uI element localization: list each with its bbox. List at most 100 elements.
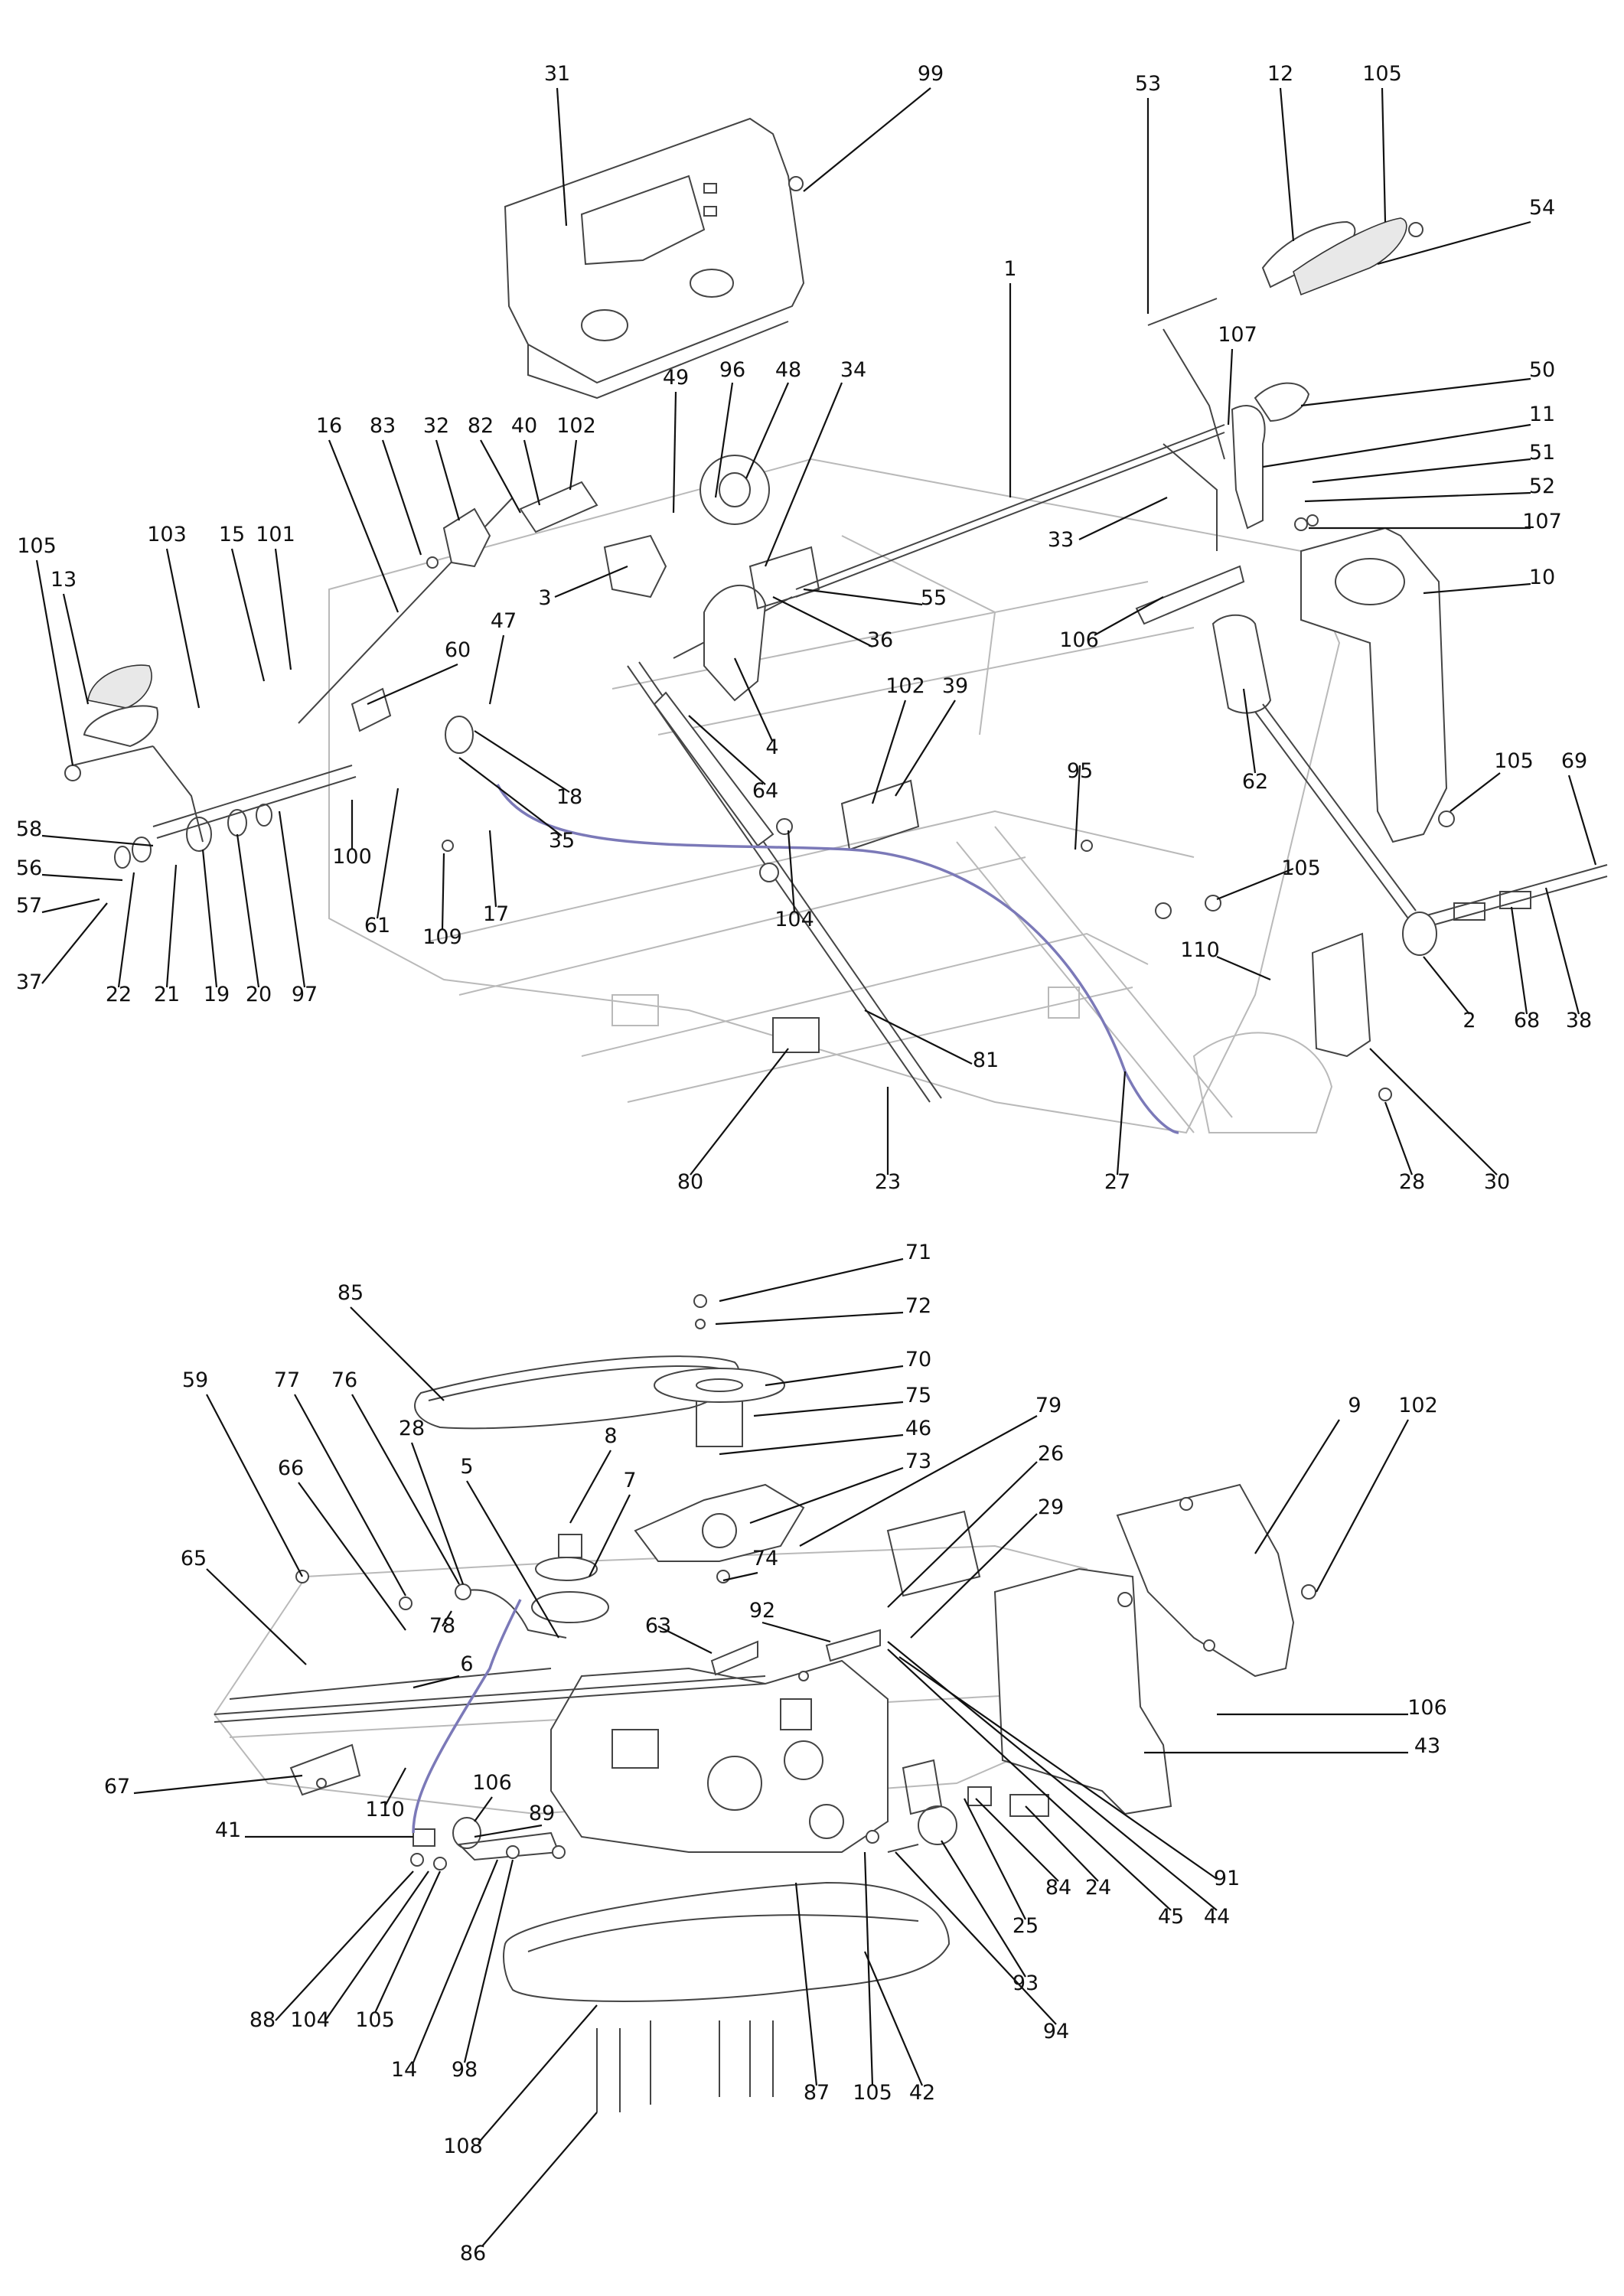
- callout-106-b: 106: [1407, 1696, 1447, 1720]
- callout-103: 103: [147, 523, 187, 546]
- callout-4: 4: [765, 735, 778, 759]
- leader-line: [206, 1394, 303, 1577]
- leader-lines: [35, 87, 1597, 2247]
- leader-line: [412, 1859, 499, 2063]
- callout-65: 65: [181, 1547, 207, 1570]
- callout-79: 79: [1035, 1394, 1061, 1417]
- callout-74: 74: [752, 1547, 778, 1570]
- callout-102-c: 102: [1398, 1394, 1438, 1417]
- cable-27: [496, 784, 1179, 1134]
- callout-110-a: 110: [1180, 938, 1220, 962]
- callout-109: 109: [422, 925, 462, 949]
- callout-11: 11: [1529, 403, 1555, 426]
- callout-26: 26: [1038, 1442, 1064, 1466]
- callout-8: 8: [604, 1424, 617, 1448]
- callout-18: 18: [556, 785, 582, 809]
- leader-line: [733, 657, 774, 742]
- leader-line: [481, 2112, 598, 2247]
- leader-line: [657, 1626, 713, 1654]
- callout-66: 66: [278, 1456, 304, 1480]
- leader-line: [275, 1870, 414, 2021]
- callout-86: 86: [460, 2242, 486, 2265]
- leader-line: [1384, 1101, 1414, 1176]
- leader-line: [715, 1311, 904, 1326]
- callout-45: 45: [1158, 1905, 1184, 1929]
- callout-14: 14: [391, 2058, 417, 2082]
- callout-95: 95: [1067, 759, 1093, 783]
- callout-107-b: 107: [1522, 510, 1562, 533]
- leader-line: [753, 1401, 904, 1417]
- callout-51: 51: [1529, 441, 1555, 465]
- callout-43: 43: [1414, 1734, 1440, 1758]
- leader-line: [1254, 1419, 1340, 1554]
- leader-line: [435, 439, 461, 521]
- callout-61: 61: [364, 914, 390, 938]
- callout-99: 99: [918, 62, 944, 86]
- leader-line: [1312, 458, 1531, 484]
- leader-line: [719, 1433, 904, 1456]
- leader-line: [376, 788, 399, 919]
- leader-line: [474, 1824, 543, 1838]
- callout-57: 57: [16, 894, 42, 918]
- callout-2: 2: [1463, 1009, 1476, 1032]
- leader-line: [1094, 596, 1164, 636]
- callout-102-a: 102: [885, 674, 925, 698]
- leader-line: [466, 1480, 559, 1639]
- callout-23: 23: [875, 1170, 901, 1194]
- callout-67: 67: [104, 1775, 130, 1799]
- callout-106-a: 106: [1059, 628, 1099, 652]
- callout-53: 53: [1135, 72, 1161, 96]
- leader-line: [117, 872, 135, 988]
- leader-line: [474, 730, 570, 793]
- callout-7: 7: [623, 1469, 636, 1492]
- callout-10: 10: [1529, 566, 1555, 589]
- callout-88: 88: [249, 2008, 276, 2032]
- callout-104-b: 104: [290, 2008, 330, 2032]
- leader-line: [324, 1870, 429, 2021]
- callout-20: 20: [246, 983, 272, 1006]
- leader-line: [41, 898, 100, 914]
- leader-line: [41, 902, 108, 984]
- callout-102-b: 102: [556, 414, 596, 438]
- callout-84: 84: [1045, 1876, 1071, 1900]
- leader-line: [133, 1774, 303, 1795]
- callout-69: 69: [1561, 749, 1587, 773]
- leader-line: [1510, 906, 1528, 1015]
- callout-107-a: 107: [1218, 323, 1257, 347]
- leader-line: [480, 439, 521, 514]
- leader-line: [672, 391, 677, 514]
- leader-line: [910, 1513, 1038, 1639]
- leader-line: [799, 1415, 1038, 1547]
- leader-line: [1216, 867, 1294, 901]
- leader-line: [236, 833, 260, 988]
- leader-line: [367, 663, 458, 706]
- leader-line: [772, 596, 873, 647]
- leader-line: [690, 1048, 789, 1176]
- leader-line: [165, 548, 201, 709]
- callout-98: 98: [452, 2058, 478, 2082]
- callout-36: 36: [867, 628, 893, 652]
- leader-line: [895, 700, 956, 797]
- callout-96: 96: [719, 358, 745, 382]
- leader-line: [895, 1851, 1057, 2025]
- leader-line: [442, 1610, 452, 1627]
- callout-44: 44: [1204, 1905, 1230, 1929]
- callout-100: 100: [332, 845, 372, 869]
- callout-28-a: 28: [1399, 1170, 1425, 1194]
- leader-line: [1304, 491, 1531, 503]
- leader-line: [381, 439, 422, 556]
- leader-line: [230, 548, 266, 682]
- callout-105-a: 105: [1362, 62, 1402, 86]
- callout-35: 35: [549, 829, 575, 853]
- callout-83: 83: [370, 414, 396, 438]
- leader-line: [761, 1621, 831, 1643]
- leader-line: [384, 1767, 406, 1807]
- callout-34: 34: [840, 358, 866, 382]
- callout-58: 58: [16, 817, 42, 841]
- callout-5: 5: [460, 1455, 473, 1479]
- leader-line: [975, 1798, 1059, 1882]
- leader-line: [863, 1851, 874, 2086]
- callout-38: 38: [1566, 1009, 1592, 1032]
- leader-line: [278, 810, 306, 988]
- leader-line: [1116, 1071, 1127, 1176]
